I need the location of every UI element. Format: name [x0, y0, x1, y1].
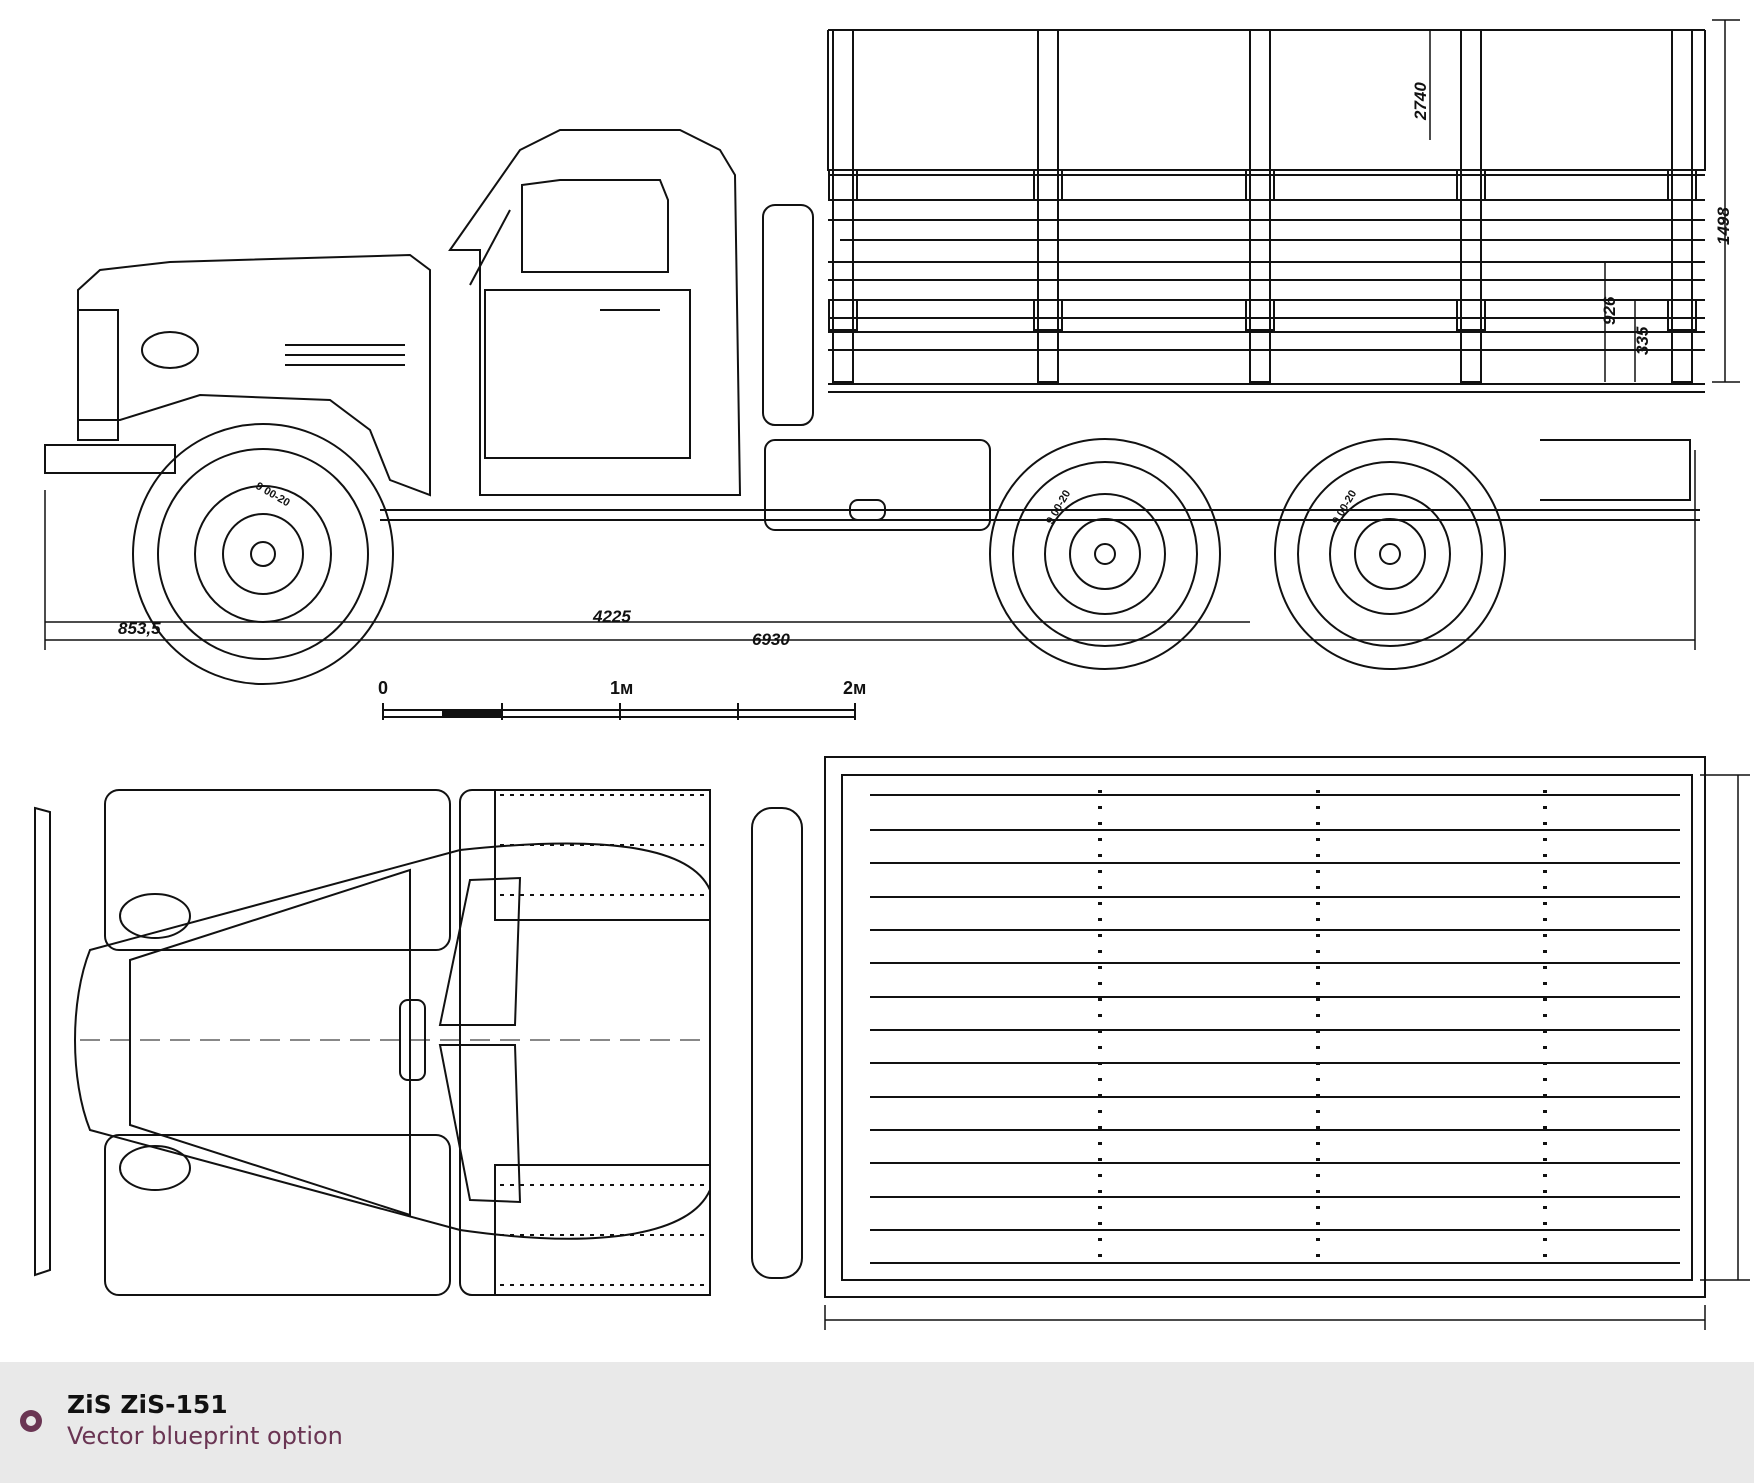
cargo-bed	[824, 756, 1706, 1298]
wheelbase-label: 4225	[592, 607, 631, 626]
front-bumper	[34, 806, 51, 1277]
cargo-stakes	[828, 29, 1697, 383]
tire-label-front: 9 00-20	[254, 480, 292, 509]
fenders	[104, 789, 711, 1296]
scale-label-0: 0	[378, 678, 388, 698]
overall-length-label: 6930	[752, 630, 790, 649]
spare-wheel	[762, 204, 991, 531]
body-height-label: 1498	[1714, 207, 1733, 245]
side-height-label: 926	[1600, 296, 1619, 325]
front-wheel	[132, 423, 394, 685]
scale-bar	[382, 703, 856, 720]
overall-height-label: 2740	[1411, 82, 1430, 121]
cab	[448, 129, 742, 496]
top-view	[34, 756, 1750, 1330]
scale-label-2m: 2м	[843, 678, 866, 698]
blueprint-drawing: 853,5 4225 6930 2740 1498 926 335 9 00-2…	[34, 19, 1750, 1330]
side-view	[44, 19, 1740, 720]
rear-wheel	[1274, 438, 1506, 670]
scale-label-1m: 1м	[610, 678, 633, 698]
hood	[44, 253, 431, 497]
dimension-lines	[44, 19, 1740, 650]
top-dimension-lines	[824, 774, 1750, 1330]
middle-rear-wheel	[989, 438, 1221, 670]
caption-title: ZiS ZiS-151	[67, 1390, 228, 1419]
bullet-ring-icon	[20, 1410, 42, 1432]
front-overhang-label: 853,5	[118, 619, 161, 638]
chassis	[380, 439, 1700, 521]
spare-wheel-top	[751, 807, 803, 1279]
caption-bar	[0, 1362, 1754, 1483]
canvas-cover	[827, 29, 1706, 393]
caption-subtitle: Vector blueprint option	[67, 1422, 343, 1450]
cab-top	[74, 842, 711, 1240]
bench-height-label: 335	[1633, 326, 1652, 355]
